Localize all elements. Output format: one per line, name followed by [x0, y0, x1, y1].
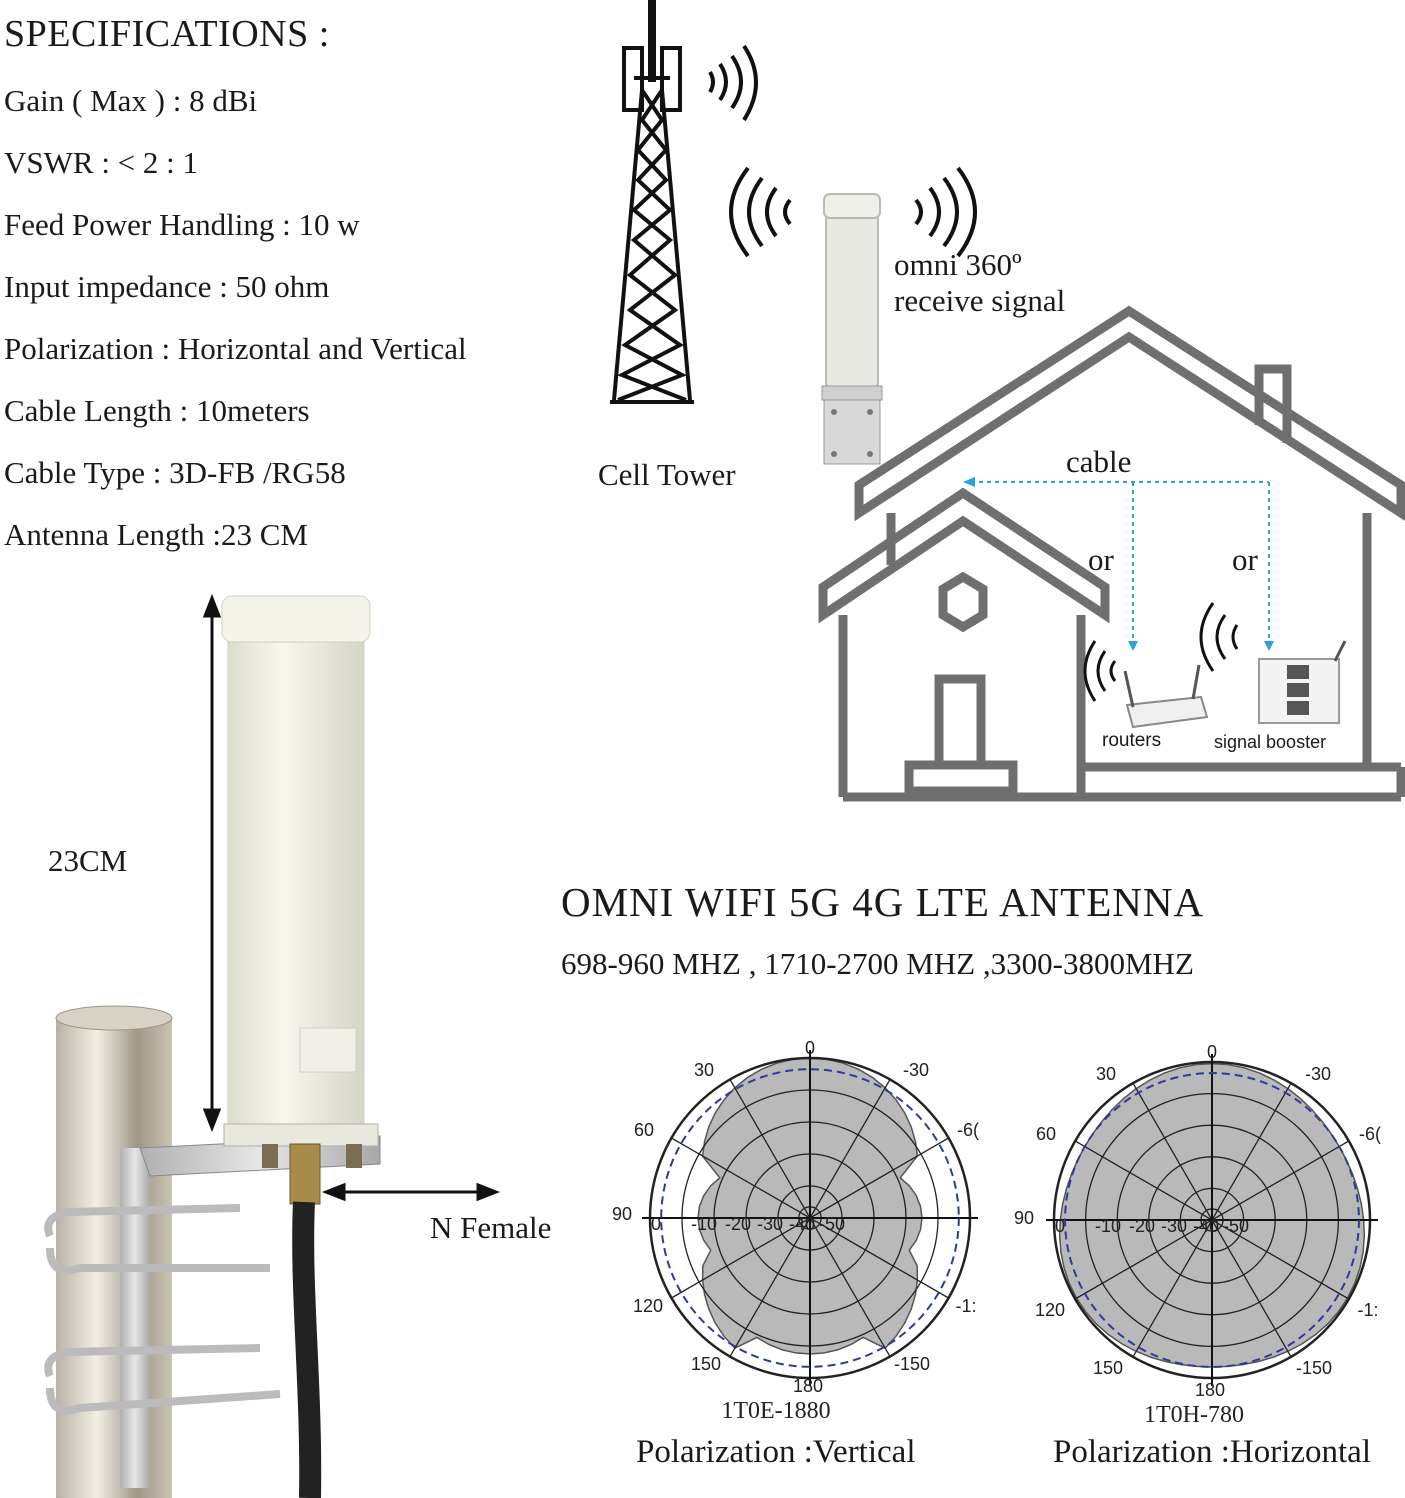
polar-angle-label: 0	[1207, 1042, 1217, 1062]
cell-tower-icon	[610, 0, 758, 404]
polar-angle-label: 150	[1093, 1358, 1123, 1378]
polar-chart-vertical: 030-3060-6(90120-1:150-1501800-10-20-30-…	[612, 1038, 979, 1424]
polar-angle-label: 0	[805, 1038, 815, 1058]
polar-radial-label: 0	[651, 1214, 661, 1234]
spec-cable-type: Cable Type : 3D-FB /RG58	[4, 455, 346, 490]
polar-radial-label: -30	[757, 1214, 783, 1234]
polar-angle-label: -1:	[955, 1296, 976, 1316]
polar-radial-label: -30	[1161, 1216, 1187, 1236]
polar-radial-label: -40	[789, 1214, 815, 1234]
polar-angle-label: 30	[694, 1060, 714, 1080]
polar-chart-name: 1T0H-780	[1144, 1402, 1244, 1428]
caption-vertical: Polarization :Vertical	[636, 1434, 916, 1470]
antenna-photo	[44, 593, 501, 1498]
house-diagram	[818, 305, 1405, 802]
polar-angle-label: -1:	[1357, 1300, 1378, 1320]
polar-angle-label: -150	[1296, 1358, 1332, 1378]
routers-label: routers	[1102, 730, 1162, 751]
polar-angle-label: 90	[612, 1204, 632, 1224]
polar-angle-label: 180	[1195, 1380, 1225, 1400]
polar-radial-label: -40	[1193, 1216, 1219, 1236]
polar-angle-label: 60	[634, 1120, 654, 1140]
polar-angle-label: -150	[894, 1354, 930, 1374]
polar-angle-label: -6(	[957, 1120, 979, 1140]
connector-label: N Female	[430, 1210, 552, 1245]
polar-angle-label: 150	[691, 1354, 721, 1374]
polar-chart-horizontal: 030-3060-6(90120-1:150-1501800-10-20-30-…	[1014, 1042, 1381, 1428]
polar-angle-label: 30	[1096, 1064, 1116, 1084]
reference-dashed-circle	[1064, 1072, 1360, 1368]
polar-angle-label: 120	[633, 1296, 663, 1316]
frequency-bands: 698-960 MHZ , 1710-2700 MHZ ,3300-3800MH…	[561, 946, 1194, 981]
spec-cable-length: Cable Length : 10meters	[4, 393, 310, 428]
omni-label-line2: receive signal	[894, 283, 1066, 318]
product-title: OMNI WIFI 5G 4G LTE ANTENNA	[561, 879, 1205, 925]
polar-angle-label: 120	[1035, 1300, 1065, 1320]
polar-angle-label: -30	[1305, 1064, 1331, 1084]
spec-antenna-length: Antenna Length :23 CM	[4, 517, 308, 552]
spec-impedance: Input impedance : 50 ohm	[4, 269, 330, 304]
specifications-list: Gain ( Max ) : 8 dBi VSWR : < 2 : 1 Feed…	[4, 78, 467, 574]
spec-vswr: VSWR : < 2 : 1	[4, 145, 199, 180]
polar-radial-label: -10	[1095, 1216, 1121, 1236]
polar-angle-label: -30	[903, 1060, 929, 1080]
signal-booster-label: signal booster	[1214, 732, 1327, 752]
polar-radial-label: -10	[691, 1214, 717, 1234]
reference-dashed-circle	[660, 1068, 960, 1368]
omni-antenna-icon	[729, 166, 977, 465]
signal-booster-icon	[1258, 640, 1347, 724]
polar-radial-label: -20	[1129, 1216, 1155, 1236]
cell-tower-label: Cell Tower	[598, 457, 736, 492]
caption-horizontal: Polarization :Horizontal	[1053, 1434, 1371, 1470]
polar-radial-label: -50	[1223, 1216, 1249, 1236]
spec-polarization: Polarization : Horizontal and Vertical	[4, 331, 467, 366]
spec-power: Feed Power Handling : 10 w	[4, 207, 360, 242]
polar-radial-label: -20	[725, 1214, 751, 1234]
polar-angle-label: -6(	[1359, 1124, 1381, 1144]
omni-label-line1: omni 360º	[894, 247, 1022, 282]
polar-angle-label: 60	[1036, 1124, 1056, 1144]
spec-gain: Gain ( Max ) : 8 dBi	[4, 83, 258, 118]
polar-chart-name: 1T0E-1880	[721, 1398, 830, 1424]
router-icon	[1123, 664, 1209, 729]
polar-angle-label: 90	[1014, 1208, 1034, 1228]
or-label-right: or	[1232, 542, 1258, 577]
specifications-title: SPECIFICATIONS :	[4, 13, 330, 55]
polar-angle-label: 180	[793, 1376, 823, 1396]
length-dimension-label: 23CM	[48, 843, 128, 878]
cable-label: cable	[1066, 444, 1132, 479]
polar-radial-label: -50	[819, 1214, 845, 1234]
or-label-left: or	[1088, 542, 1114, 577]
polar-radial-label: 0	[1055, 1216, 1065, 1236]
